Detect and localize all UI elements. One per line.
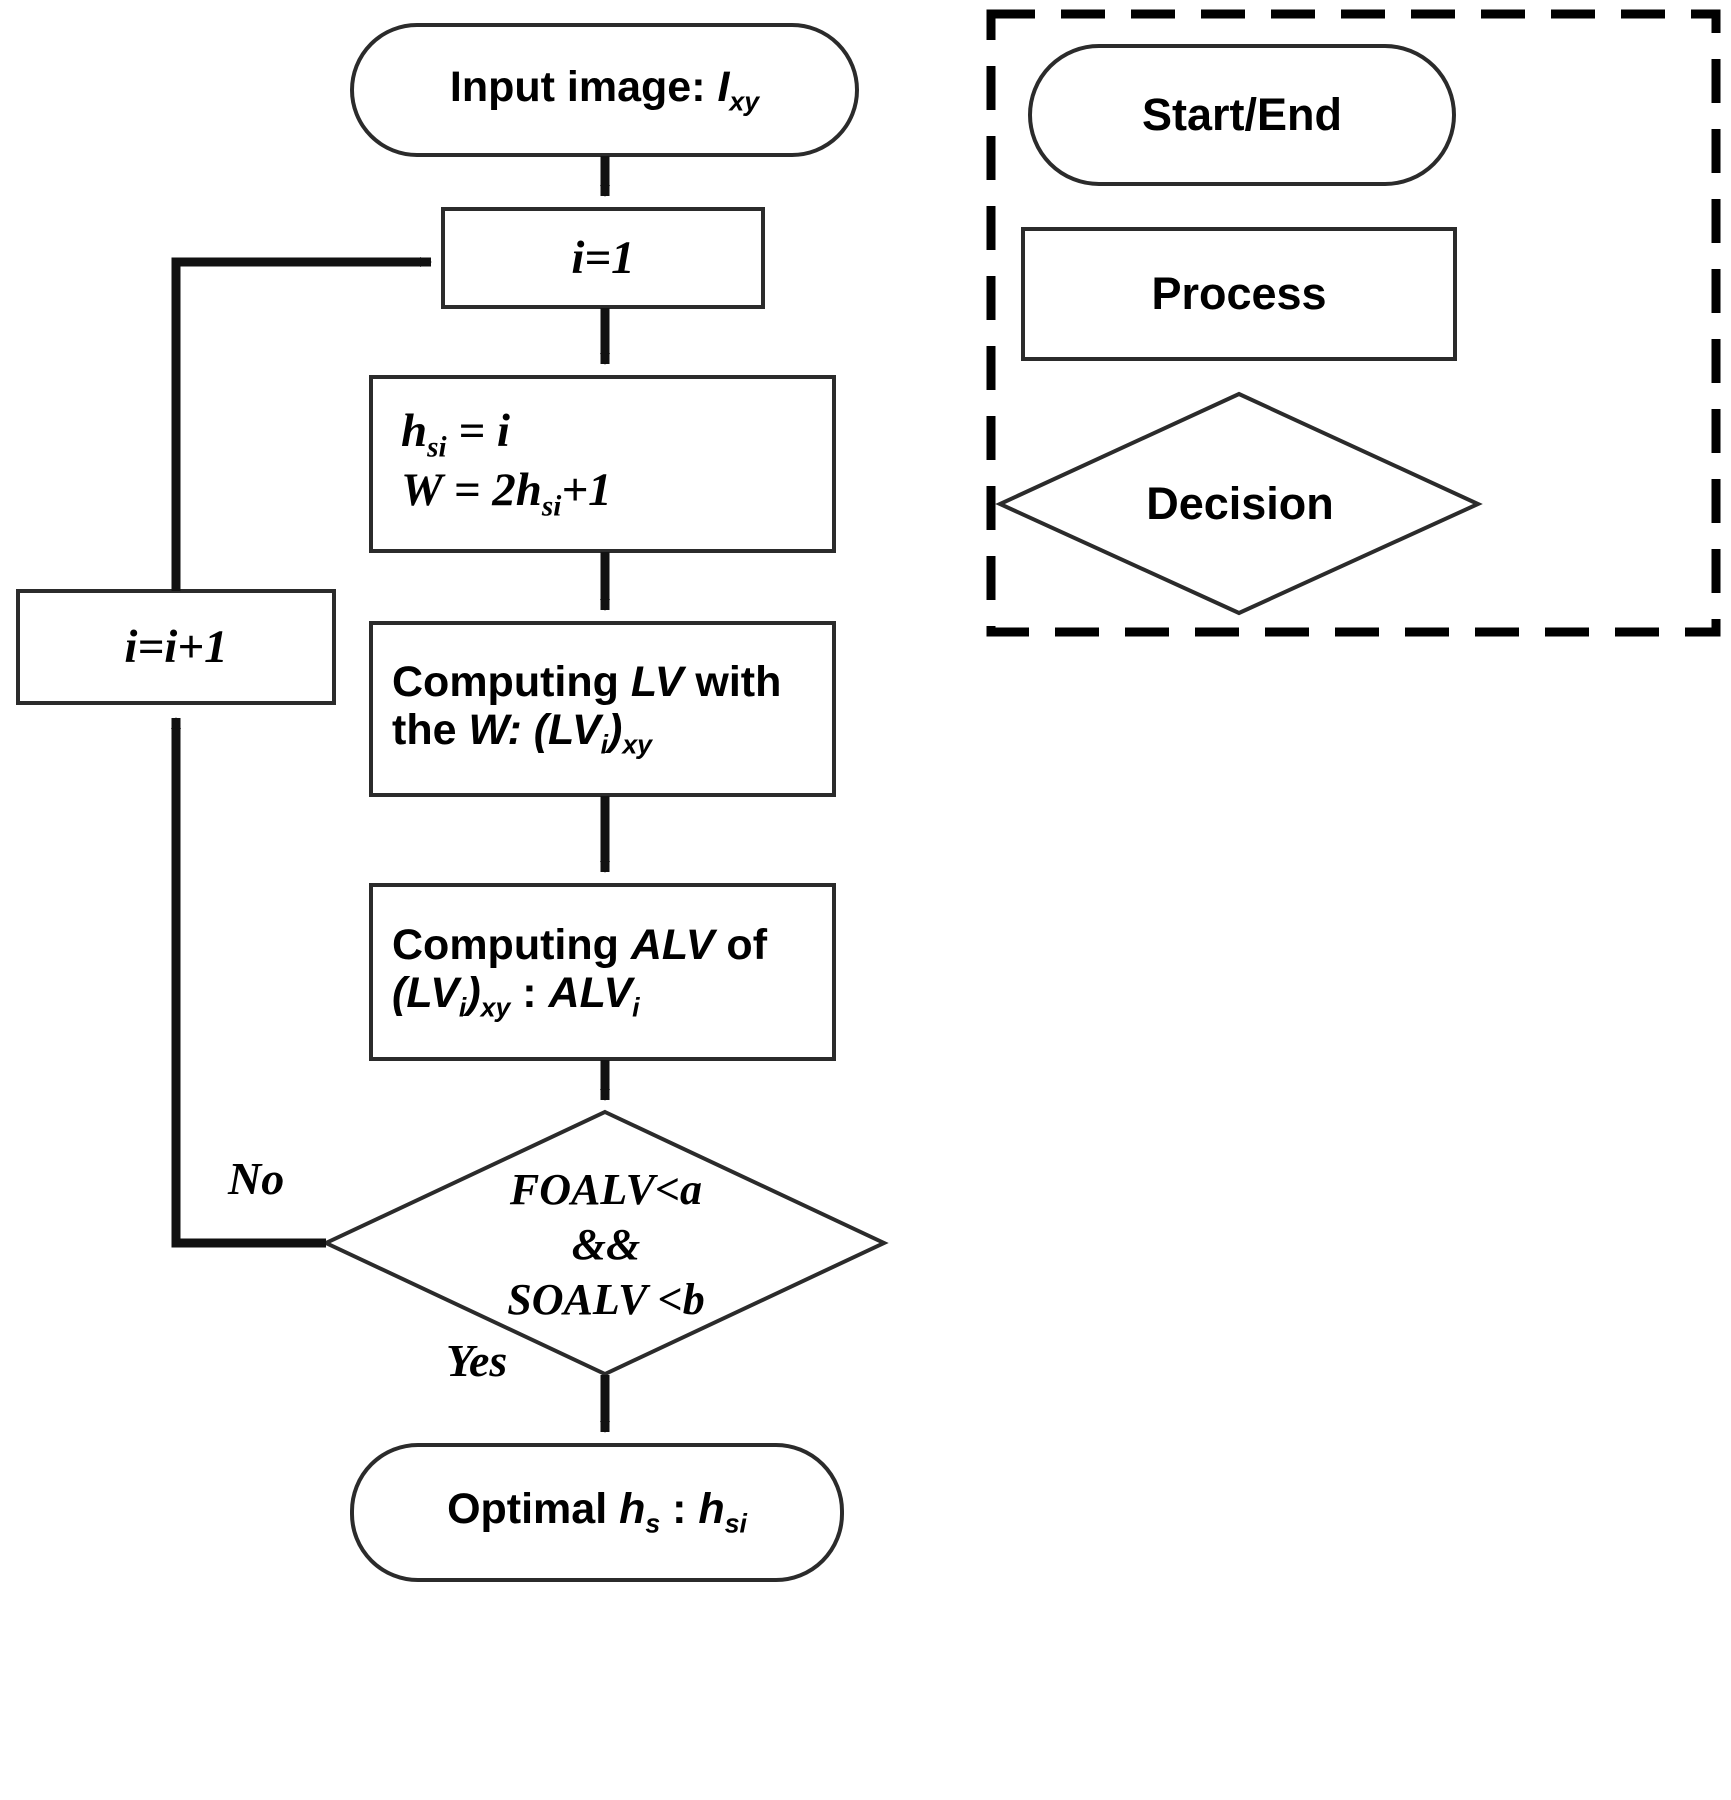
node-compute-lv-shape[interactable] — [369, 621, 836, 797]
legend-start-end-shape — [1028, 44, 1456, 186]
edge-label-no-text: No — [228, 1153, 285, 1204]
edge-label-no: No — [228, 1152, 284, 1205]
legend-decision-shape — [995, 391, 1483, 616]
node-increment-shape[interactable] — [16, 589, 336, 705]
node-compute-alv-shape[interactable] — [369, 883, 836, 1061]
connector-increment-to-init — [171, 257, 432, 591]
edge-label-yes-text: Yes — [446, 1335, 508, 1386]
node-init-shape[interactable] — [441, 207, 765, 309]
connector-decision-no-to-increment — [171, 717, 326, 1248]
node-input-image-shape[interactable] — [350, 23, 859, 157]
node-assign-shape[interactable] — [369, 375, 836, 553]
legend-process-shape — [1021, 227, 1457, 361]
edge-label-yes: Yes — [446, 1334, 507, 1387]
node-decision-shape[interactable] — [321, 1109, 889, 1377]
node-output-shape[interactable] — [350, 1443, 844, 1582]
legend-panel-border — [986, 9, 1721, 637]
